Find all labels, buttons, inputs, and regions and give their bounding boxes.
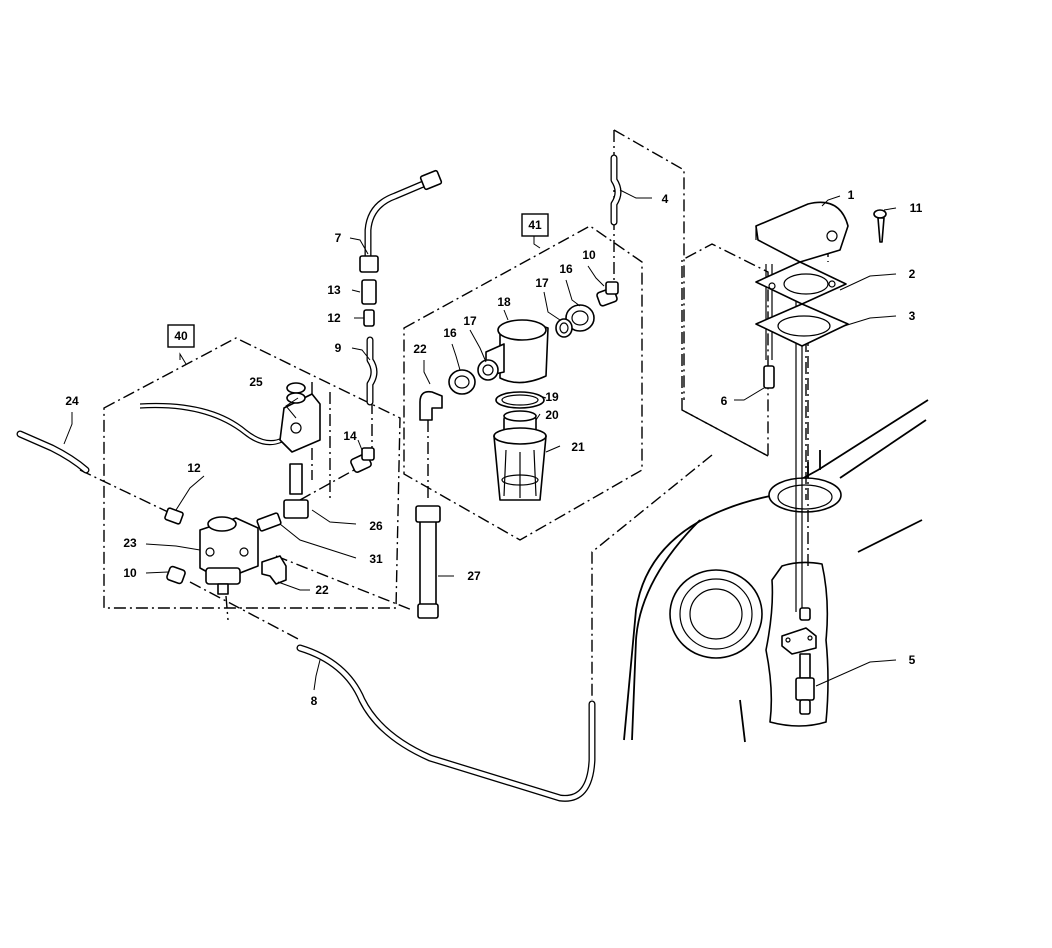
tube-9 [366,336,378,406]
gasket-19 [495,391,545,409]
assembly-40-label-box: 40 [167,324,195,348]
leader-lines [63,189,897,691]
filter-head-18 [485,319,549,384]
connector-6 [763,365,775,389]
solenoid-25 [279,382,321,453]
callout-8: 8 [311,694,318,708]
callout-1: 1 [848,188,855,202]
callout-22-bottom: 22 [315,583,329,597]
fitting-12-left [164,507,184,525]
tube-7 [364,169,443,264]
nut-16-left [448,369,476,395]
callout-20: 20 [545,408,559,422]
fittings-13-12-upper [359,255,379,327]
callout-9: 9 [335,341,342,355]
cover-1 [755,201,849,263]
callout-27: 27 [467,569,481,583]
callout-10-assembly-40: 10 [123,566,137,580]
tube-8 [296,644,596,802]
assembly-41-label: 41 [528,218,542,232]
callout-6: 6 [721,394,728,408]
ring-17-right [555,318,573,338]
callout-labels: 1 2 3 4 5 6 7 8 9 10 10 11 12 12 13 14 1… [65,188,922,708]
screw-11 [873,209,887,243]
callout-26: 26 [369,519,383,533]
assembly-41-label-box: 41 [521,213,549,237]
callout-5: 5 [909,653,916,667]
callout-11: 11 [910,201,923,215]
callout-17-left: 17 [463,314,477,328]
fitting-31 [256,512,282,532]
callout-14: 14 [343,429,357,443]
cable-25 [139,402,283,446]
fitting-10-right [596,281,619,307]
filter-bowl-21 [493,427,547,501]
callout-12-upper: 12 [327,311,341,325]
callout-25: 25 [249,375,263,389]
callout-2: 2 [909,267,916,281]
callout-22-top: 22 [413,342,427,356]
callout-10-assembly-41: 10 [582,248,596,262]
callout-18: 18 [497,295,511,309]
regulator-23 [199,516,259,595]
callout-12-lower: 12 [187,461,201,475]
ring-17-left [477,359,499,381]
callout-4: 4 [662,192,669,206]
callout-13: 13 [327,283,341,297]
callout-31: 31 [369,552,383,566]
tube-24 [16,430,90,474]
callout-3: 3 [909,309,916,323]
callout-21: 21 [571,440,585,454]
assembly-41-boundary [403,225,643,541]
callout-16-right: 16 [559,262,573,276]
callout-19: 19 [545,390,559,404]
callout-16-left: 16 [443,326,457,340]
sensor-bracket-boundary [681,243,769,458]
fitting-14 [350,447,375,473]
tube-4 [610,154,622,226]
callout-7: 7 [335,231,342,245]
assembly-40-label: 40 [174,329,188,343]
callout-24: 24 [65,394,79,408]
callout-17-right: 17 [535,276,549,290]
elbow-22-bottom [261,555,287,585]
fitting-10-left [166,565,186,585]
tank-drain-hole [669,569,763,659]
tube-27 [415,505,441,619]
valve-stem-26 [283,463,309,519]
nut-16-right [565,304,595,332]
bracket-2 [755,261,847,305]
gasket-3 [755,303,849,347]
tank-port-opening [768,477,842,513]
float-switch-5 [781,607,817,715]
callout-23: 23 [123,536,137,550]
elbow-22-top [419,390,443,421]
assembly-40-boundary [103,337,401,609]
